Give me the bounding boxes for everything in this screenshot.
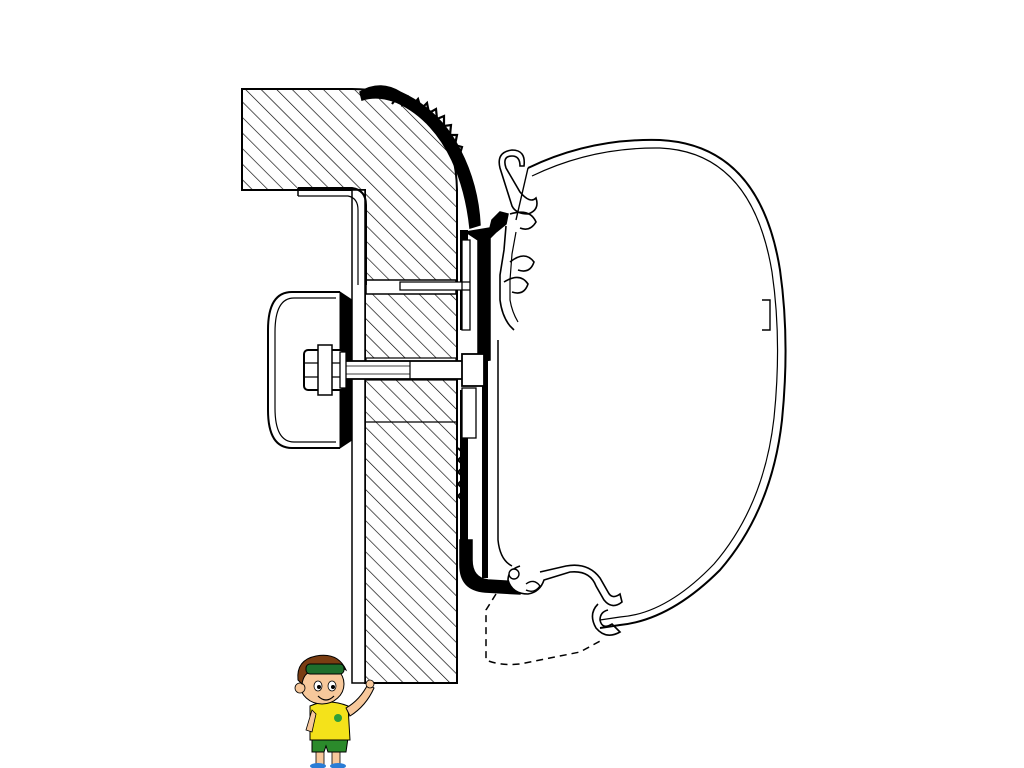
- bolt-head: [461, 353, 485, 387]
- mascot-badge: [334, 714, 342, 722]
- adapter-spacer: [399, 239, 471, 331]
- adapter-rail: [359, 85, 523, 595]
- awning-cassette: [497, 138, 787, 636]
- front-bar-retracted: [485, 593, 603, 666]
- cassette-top-hook: [498, 149, 538, 215]
- hex-nut: [303, 344, 347, 396]
- mounting-bolt: [343, 353, 485, 387]
- mascot: [294, 654, 375, 768]
- inner-trim-profile: [297, 187, 367, 285]
- adapter-rail-web: [482, 238, 488, 578]
- washer: [339, 351, 347, 389]
- mascot-goggles: [305, 663, 345, 675]
- adapter-top-cover: [359, 85, 481, 229]
- cassette-bottom-hook: [507, 564, 623, 607]
